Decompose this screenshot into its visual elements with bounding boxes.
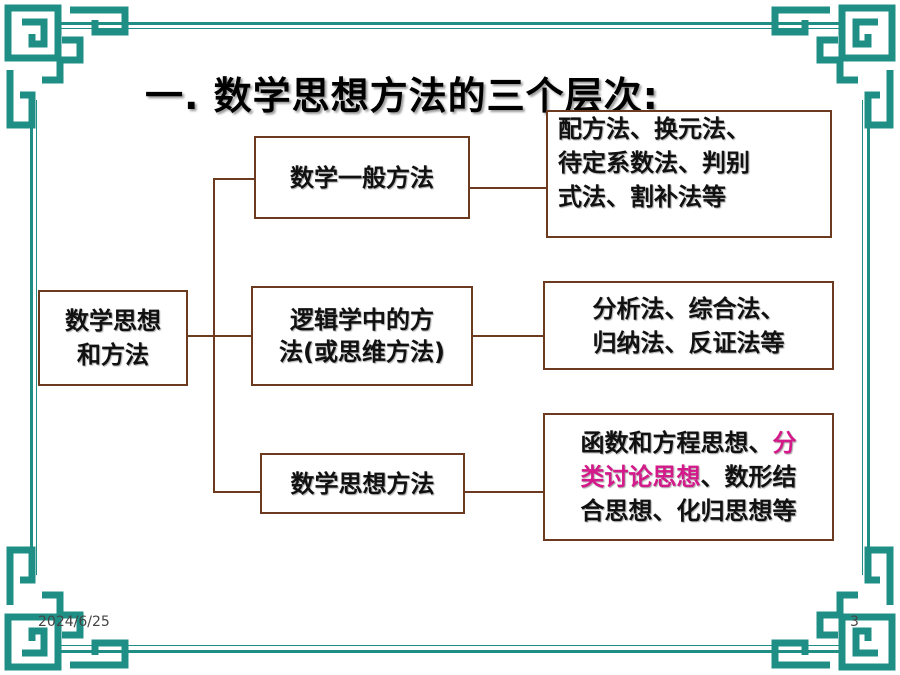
branch-general-methods-label: 数学一般方法 bbox=[290, 163, 434, 192]
detail-general-line2: 待定系数法、判别 bbox=[558, 149, 750, 177]
detail-connector-2 bbox=[473, 335, 544, 337]
frame-left-inner bbox=[36, 100, 37, 575]
detail-thinking-line2-text: 、数形结 bbox=[700, 463, 797, 491]
branch-connector-1 bbox=[213, 178, 254, 180]
detail-thinking-line1-text: 函数和方程思想、 bbox=[580, 429, 773, 457]
detail-connector-3 bbox=[465, 491, 544, 493]
detail-logic-methods: 分析法、综合法、 归纳法、反证法等 bbox=[543, 281, 834, 370]
frame-top bbox=[60, 22, 840, 25]
detail-general-line1: 配方法、换元法、 bbox=[558, 115, 750, 143]
branch-connector-3 bbox=[213, 491, 260, 493]
root-node: 数学思想 和方法 bbox=[38, 290, 188, 386]
branch-logic-methods: 逻辑学中的方 法(或思维方法) bbox=[251, 286, 473, 386]
root-node-line1: 数学思想 bbox=[65, 307, 161, 335]
corner-ornament-top-right bbox=[771, 4, 896, 129]
corner-ornament-top-left bbox=[4, 4, 129, 129]
branch-thinking-methods-label: 数学思想方法 bbox=[290, 469, 435, 498]
frame-right bbox=[867, 100, 870, 575]
detail-logic-line2: 归纳法、反证法等 bbox=[592, 328, 785, 357]
detail-general-methods: 配方法、换元法、 待定系数法、判别 式法、割补法等 bbox=[546, 110, 832, 238]
slide-title: 一. 数学思想方法的三个层次: bbox=[145, 74, 659, 118]
detail-thinking-line1: 函数和方程思想、分 bbox=[581, 426, 797, 460]
corner-ornament-bottom-left bbox=[4, 546, 129, 671]
detail-thinking-line2: 类讨论思想、数形结 bbox=[581, 460, 797, 494]
branch-logic-methods-line2: 法(或思维方法) bbox=[279, 338, 445, 366]
branch-general-methods: 数学一般方法 bbox=[254, 136, 470, 219]
root-node-line2: 和方法 bbox=[77, 341, 149, 369]
frame-left bbox=[30, 100, 33, 575]
slide-date: 2024/6/25 bbox=[38, 614, 110, 630]
detail-thinking-methods: 函数和方程思想、分 类讨论思想、数形结 合思想、化归思想等 bbox=[543, 413, 834, 541]
branch-connector-2 bbox=[213, 335, 251, 337]
detail-logic-line1: 分析法、综合法、 bbox=[592, 294, 785, 323]
frame-bottom bbox=[60, 650, 840, 653]
detail-general-line3: 式法、割补法等 bbox=[558, 183, 726, 211]
slide-page-number: 3 bbox=[850, 614, 859, 630]
detail-connector-1 bbox=[470, 187, 547, 189]
branch-thinking-methods: 数学思想方法 bbox=[260, 453, 465, 514]
frame-bottom-inner bbox=[60, 645, 840, 646]
frame-top-inner bbox=[60, 28, 840, 29]
root-connector bbox=[188, 335, 214, 337]
corner-ornament-bottom-right bbox=[771, 546, 896, 671]
branch-logic-methods-line1: 逻辑学中的方 bbox=[290, 306, 434, 334]
detail-thinking-line3: 合思想、化归思想等 bbox=[580, 497, 797, 525]
detail-thinking-line1-highlight: 分 bbox=[772, 429, 797, 457]
frame-right-inner bbox=[862, 100, 863, 575]
detail-thinking-line2-highlight: 类讨论思想 bbox=[580, 463, 701, 491]
